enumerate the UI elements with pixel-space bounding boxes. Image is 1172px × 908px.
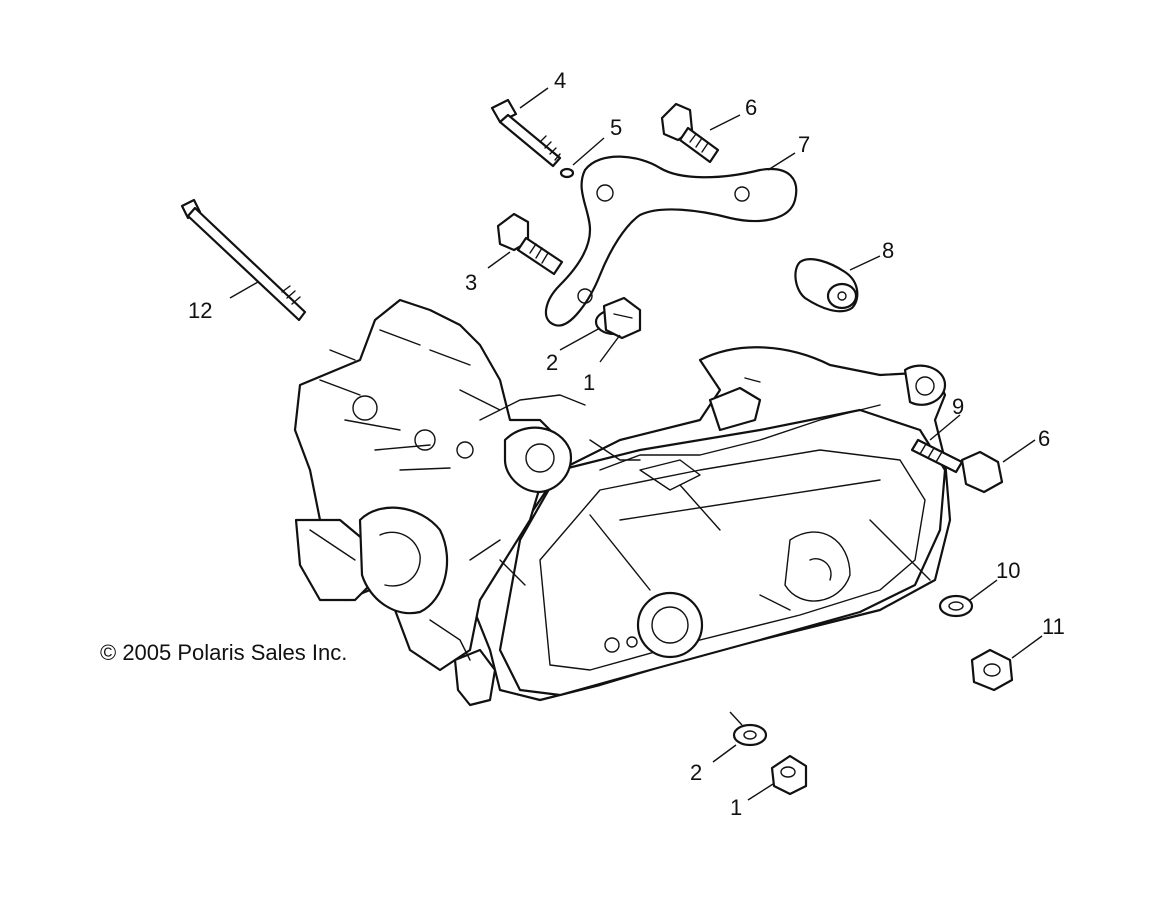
callout-3: 3 <box>465 270 477 295</box>
callout-5: 5 <box>610 115 622 140</box>
engine-assembly <box>293 298 952 707</box>
mounting-bracket-part-7 <box>544 155 798 327</box>
copyright-notice: © 2005 Polaris Sales Inc. <box>100 640 347 665</box>
washer-part-10 <box>938 594 974 618</box>
callout-12: 12 <box>188 298 212 323</box>
callout-9: 9 <box>952 394 964 419</box>
leader-lines <box>229 87 1043 801</box>
washer-nut-lower <box>732 723 808 796</box>
callout-6-upper: 6 <box>745 95 757 120</box>
callout-8: 8 <box>882 238 894 263</box>
callout-6-right: 6 <box>1038 426 1050 451</box>
callout-2-upper: 2 <box>546 350 558 375</box>
flange-bolt-part-3 <box>496 212 564 276</box>
bushing-part-8 <box>794 258 859 313</box>
washer-part-5 <box>559 167 575 179</box>
callout-10: 10 <box>996 558 1020 583</box>
nut-part-11 <box>970 648 1014 692</box>
bolt-part-4 <box>490 98 562 168</box>
callout-7: 7 <box>798 132 810 157</box>
washer-nut-upper <box>594 296 642 340</box>
stud-bolt-part-12 <box>180 198 307 322</box>
callout-11: 11 <box>1042 614 1065 639</box>
callout-2-lower: 2 <box>690 760 702 785</box>
callout-1-upper: 1 <box>583 370 595 395</box>
callout-4: 4 <box>554 68 566 93</box>
callout-1-lower: 1 <box>730 795 742 820</box>
flange-bolt-part-6-upper <box>660 102 720 164</box>
callout-labels: 4 5 6 7 8 3 2 1 12 9 6 10 11 2 1 <box>188 68 1065 820</box>
flange-bolt-part-6-right <box>910 438 1004 494</box>
